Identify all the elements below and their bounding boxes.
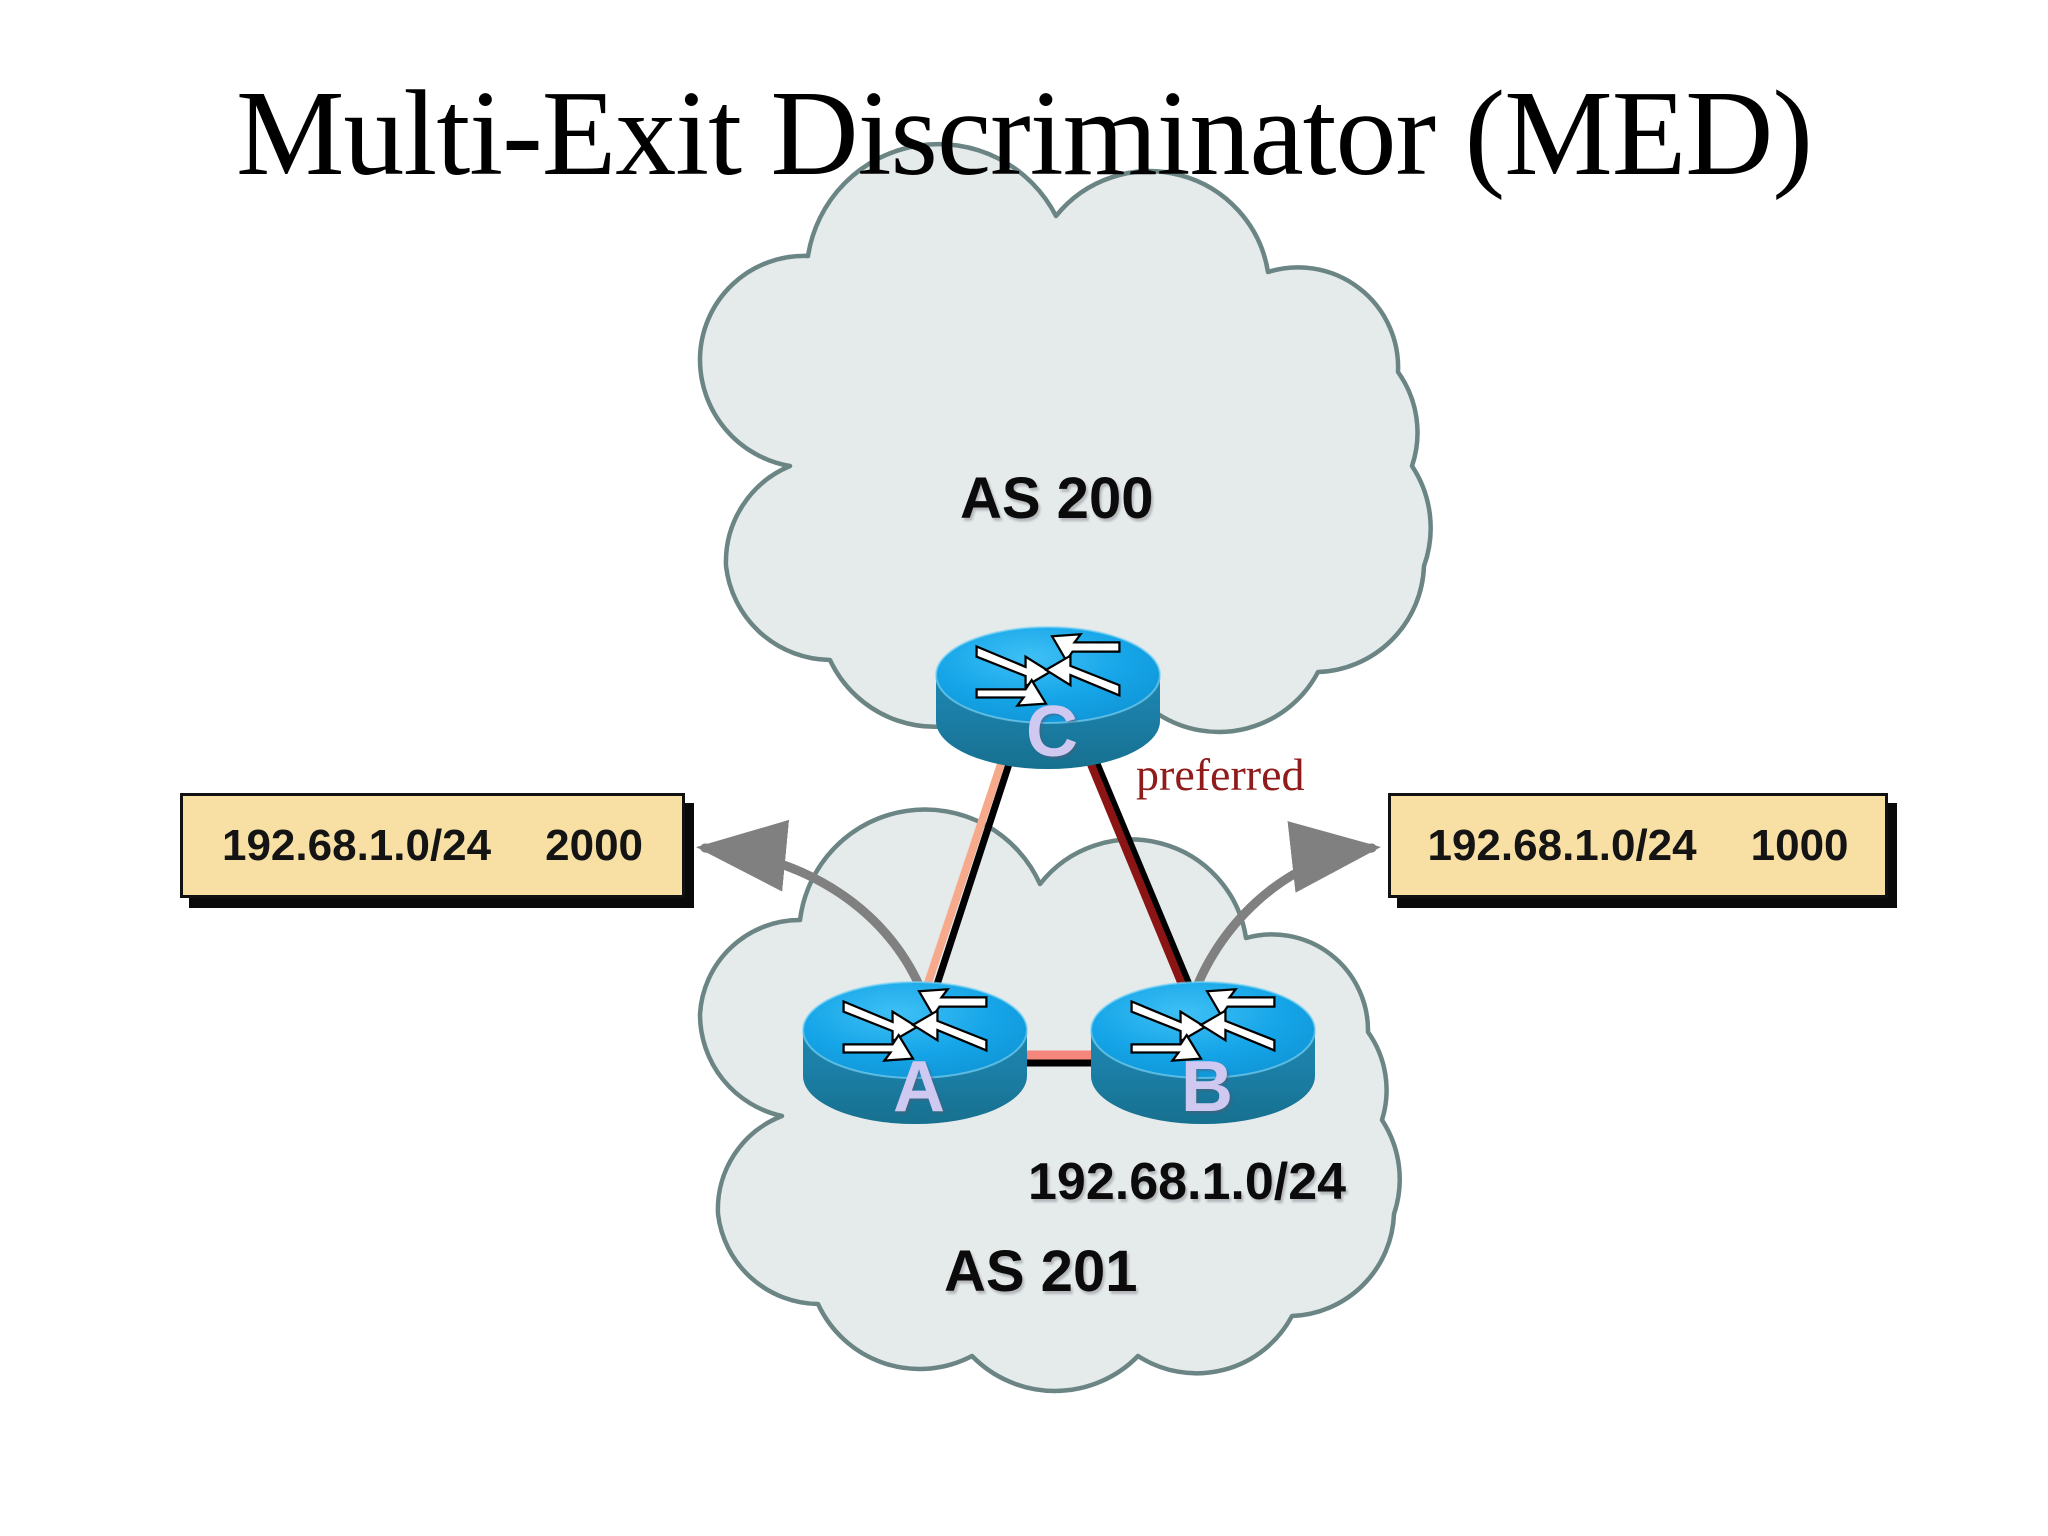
preferred-annotation: preferred [1136, 749, 1305, 800]
cloud-as201 [697, 807, 1402, 1394]
router-icon [1090, 981, 1316, 1124]
route-prefix-right: 192.68.1.0/24 [1427, 820, 1697, 870]
route-med-left: 2000 [545, 820, 644, 870]
route-box-right-content: 192.68.1.0/24 1000 [1427, 821, 1848, 871]
route-advertisement-box-right[interactable]: 192.68.1.0/24 1000 [1388, 793, 1888, 898]
as201-label: AS 201 [944, 1239, 1138, 1304]
advertise-arrow-left [696, 819, 930, 1005]
router-icon [802, 981, 1028, 1124]
route-prefix-left: 192.68.1.0/24 [221, 820, 492, 870]
route-advertisement-box-left[interactable]: 192.68.1.0/24 2000 [180, 793, 685, 898]
advertise-arrow-right [1187, 821, 1381, 1005]
as200-label: AS 200 [960, 466, 1154, 531]
slide-title: Multi-Exit Discriminator (MED) [235, 66, 1813, 201]
router-icon [935, 626, 1161, 769]
cloud-as200 [697, 141, 1433, 752]
route-med-right: 1000 [1750, 820, 1849, 870]
network-prefix-label: 192.68.1.0/24 [1028, 1153, 1347, 1211]
route-box-left-content: 192.68.1.0/24 2000 [222, 821, 643, 871]
